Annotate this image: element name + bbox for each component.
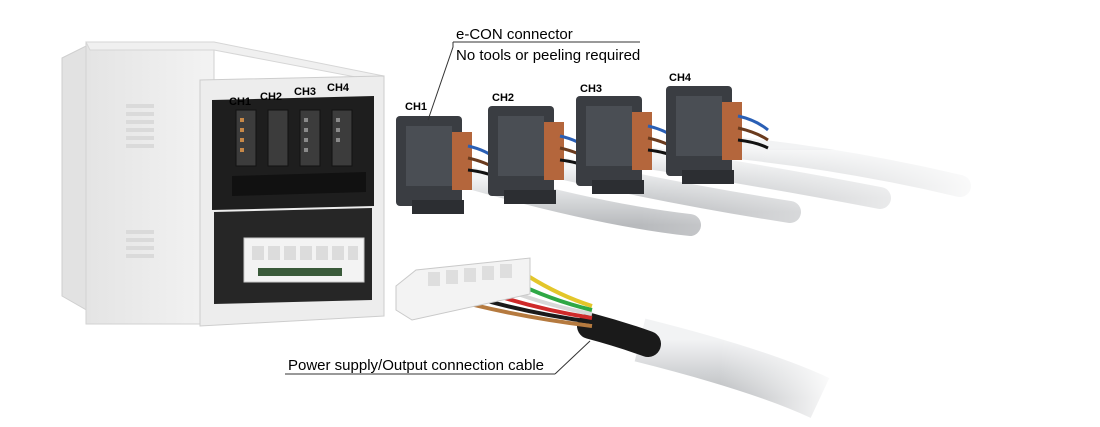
econ-connector-ch3 — [576, 96, 679, 194]
power-leader-line — [554, 340, 591, 375]
econ-connectors — [396, 86, 769, 214]
unit-channel-label-ch1: CH1 — [229, 96, 252, 108]
unit-channel-label-ch3: CH3 — [294, 86, 317, 98]
unit-channel-label-ch2: CH2 — [260, 91, 283, 103]
econ-connector-note: No tools or peeling required — [456, 47, 641, 64]
controller-unit — [61, 41, 385, 327]
econ-connector-ch2 — [488, 106, 591, 204]
econ-connector-title: e-CON connector — [456, 26, 573, 43]
connector-label-ch1: CH1 — [405, 101, 428, 113]
connector-label-ch3: CH3 — [580, 83, 603, 95]
econ-connector-ch4 — [666, 86, 769, 184]
econ-leader-line — [427, 42, 454, 121]
power-plug — [395, 257, 531, 321]
connector-label-ch4: CH4 — [669, 72, 692, 84]
power-cable-label: Power supply/Output connection cable — [288, 357, 544, 374]
unit-channel-label-ch4: CH4 — [327, 82, 350, 94]
econ-connector-ch1 — [396, 116, 499, 214]
leader-lines — [285, 41, 640, 375]
connector-label-ch2: CH2 — [492, 92, 515, 104]
power-output-cable — [395, 257, 840, 427]
